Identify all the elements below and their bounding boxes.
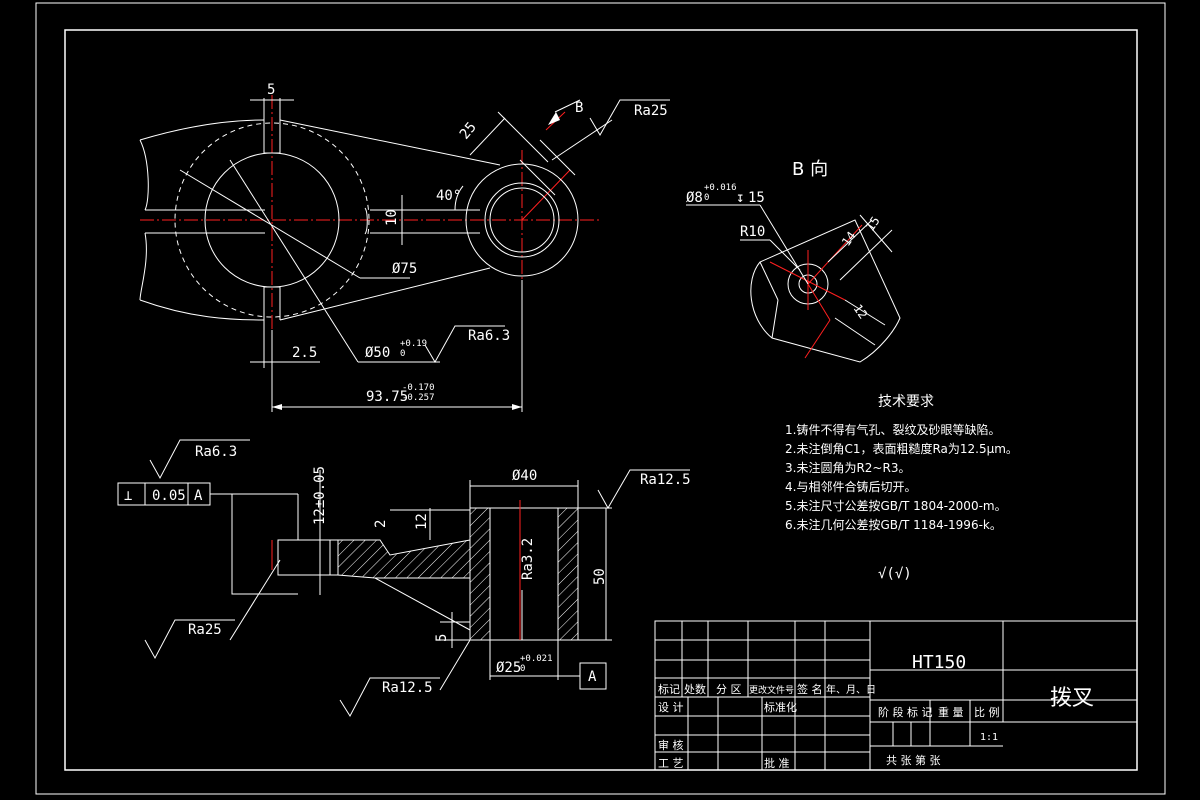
dim-2: 2 [373,520,389,528]
hdr-genggai: 更改文件号 [749,684,794,696]
tol-value: 0.05 [152,488,186,504]
section-ra-bottom: Ra12.5 [382,680,433,696]
dim-5: 5 [434,634,450,642]
datum-a: A [588,669,597,685]
process-label: 工 艺 [658,757,684,770]
general-roughness: √(√) [878,566,912,582]
dim-50: 50 [592,568,608,585]
view-b-hole-tol-low: 0 [704,193,709,203]
dim-center-tol-low: -0.257 [402,393,435,403]
approve-label: 批 准 [764,756,790,770]
section-ra-bore: Ra3.2 [520,538,536,580]
ra-bore-label: Ra6.3 [468,328,510,344]
stage-mark-label: 阶 段 标 记 [878,705,933,719]
title-block: HT150 拨叉 标记 处数 分 区 更改文件号 签 名 年、月、日 设 计 标… [654,620,1138,771]
view-b-dim-12: 12 [851,302,871,322]
dim-12: 12 [414,513,430,530]
material: HT150 [912,652,966,673]
review-label: 审 核 [658,738,684,752]
standard-label: 标准化 [764,700,797,714]
hdr-qianming: 签 名 [797,682,823,696]
dim-web: 10 [384,209,400,226]
section-ra-top-right: Ra12.5 [640,472,691,488]
tech-item-1: 1.铸件不得有气孔、裂纹及砂眼等缺陷。 [785,422,1000,437]
tech-item-3: 3.未注圆角为R2~R3。 [785,460,910,475]
scale-value: 1:1 [980,732,998,743]
tol-datum: A [194,488,203,504]
tech-item-5: 5.未注尺寸公差按GB/T 1804-2000-m。 [785,498,1007,513]
section-ra-bottom-left: Ra25 [188,622,222,638]
scale-label: 比 例 [974,705,1000,719]
view-b-title: B 向 [792,159,828,180]
view-b-dim-14: 14 [839,229,859,249]
view-b-hole-dia: Ø8 [686,190,703,206]
main-view: B 25 Ra25 40° 10 5 Ø75 Ø50 +0.19 0 Ra6.3 [139,82,670,412]
dim-diameter-75: Ø75 [392,261,417,277]
dim-center-distance: 93.75 [366,389,408,405]
outer-border [35,2,1166,795]
view-b-hole-tol-up: +0.016 [704,183,737,193]
ra-face-label: Ra25 [634,103,668,119]
tech-item-4: 4.与相邻件合铸后切开。 [785,479,916,494]
dim-center-tol-up: -0.170 [402,383,435,393]
tech-requirements: 技术要求 1.铸件不得有气孔、裂纹及砂眼等缺陷。 2.未注倒角C1，表面粗糙度R… [785,394,1018,582]
view-b: B 向 14 15 12 Ø8 +0.016 0 ↧ 15 R10 [686,159,901,363]
weight-label: 重 量 [938,705,964,719]
dim-offset: 2.5 [292,345,317,361]
view-b-radius: R10 [740,224,765,240]
section-ra-top-left: Ra6.3 [195,444,237,460]
tech-item-6: 6.未注几何公差按GB/T 1184-1996-k。 [785,517,1002,532]
inner-border [64,29,1138,771]
section-b-label: B [575,100,583,116]
bore-tol-low: 0 [520,664,525,674]
hdr-biaoji: 标记 [658,682,680,696]
dim-40: Ø40 [512,468,537,484]
dim-angle: 40° [436,188,461,204]
dim-bore-tol-low: 0 [400,349,405,359]
hdr-date: 年、月、日 [826,683,876,696]
sheet-count: 共 张 第 张 [886,753,941,767]
tol-symbol: ⊥ [124,488,132,504]
dim-bore-tol-up: +0.19 [400,339,427,349]
view-b-dim-15: 15 [863,214,883,234]
dim-bore-50: Ø50 [365,345,390,361]
part-name: 拨叉 [1050,686,1094,711]
hdr-chushu: 处数 [684,683,706,696]
bore-tol-up: +0.021 [520,654,553,664]
section-view: Ra6.3 ⊥ 0.05 A 12±0.05 2 12 [117,439,691,718]
hdr-fenqu: 分 区 [716,683,742,696]
dim-slot: 5 [267,82,275,98]
view-b-hole-depth: 15 [748,190,765,206]
view-b-hole-depth-sym: ↧ [736,190,744,206]
dim-bore-25: Ø25 [496,660,521,676]
tech-title: 技术要求 [878,394,934,410]
design-label: 设 计 [658,701,684,714]
tech-item-2: 2.未注倒角C1，表面粗糙度Ra为12.5μm。 [785,441,1018,456]
dim-arm-length: 25 [457,119,480,142]
dim-12-tol: 12±0.05 [312,466,328,525]
